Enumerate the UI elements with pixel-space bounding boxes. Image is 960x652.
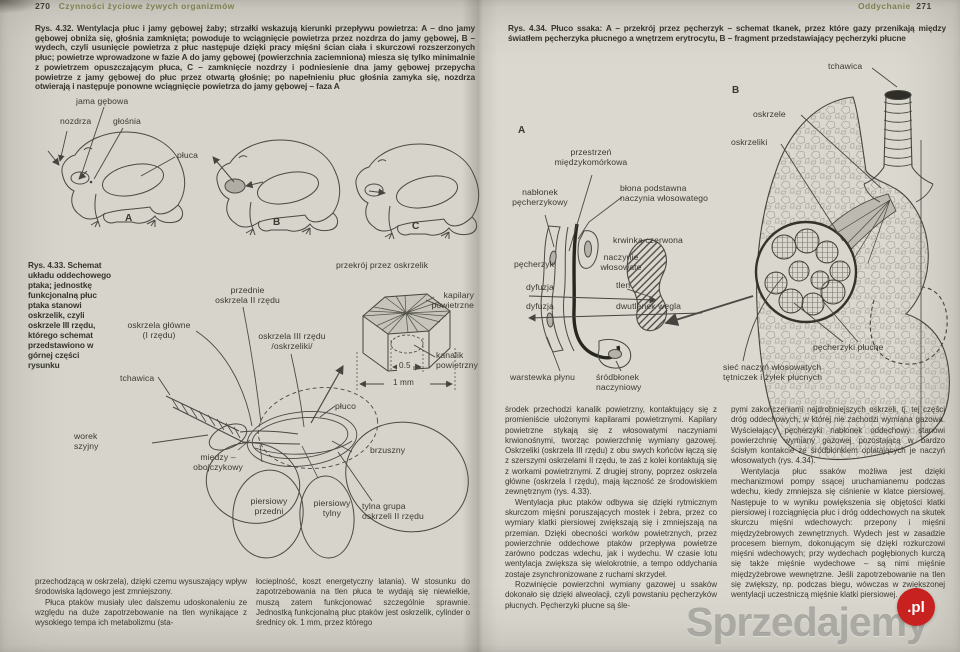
- mammal-lung-drawing: [754, 96, 950, 460]
- bird-label-leaders: [151, 306, 373, 502]
- label-pecherzyk: pęcherzyk: [514, 259, 555, 269]
- label-tylna-grupa: tylna grupa oskrzeli II rzędu: [362, 501, 424, 521]
- label-piersiowy-tylny: piersiowy tylny: [313, 498, 351, 518]
- lung-label-leaders: [664, 67, 898, 362]
- frog-b-letter: B: [273, 217, 281, 228]
- label-blona-podstawna: błona podstawna naczynia włosowatego: [620, 183, 708, 203]
- label-pluco-bird: płuco: [335, 401, 357, 411]
- label-przestrzen-miedzykomorkowa: przestrzeń międzykomórkowa: [554, 147, 628, 167]
- label-oskrzela-glowne: oskrzela główne (I rzędu): [127, 320, 191, 340]
- bird-lung-drawing: [246, 387, 379, 469]
- left-running-head: 270 Czynności życiowe żywych organizmów: [35, 1, 235, 11]
- figure-4-34-caption: Rys. 4.34. Płuco ssaka: A – przekrój prz…: [508, 23, 946, 43]
- label-miedzyobojczykowy: między – obojczykowy: [193, 452, 243, 472]
- label-worek-szyjny: worek szyjny: [74, 431, 99, 451]
- bird-trachea-drawing: [165, 395, 301, 445]
- label-oskrzeliki: oskrzeliki: [731, 137, 768, 147]
- label-tchawica-mammal: tchawica: [828, 61, 863, 71]
- paragraph: środek przechodzi kanalik powietrzny, ko…: [505, 405, 717, 497]
- paragraph: Płuca ptaków musiały ulec dalszemu udosk…: [35, 597, 247, 628]
- label-tchawica-bird: tchawica: [120, 373, 155, 383]
- paragraph: przechodzącą w oskrzela), dzięki czemu w…: [35, 577, 247, 597]
- left-column-2: łocieplność, koszt energetyczny latania)…: [256, 577, 470, 628]
- label-pecherzyki-plucne: pęcherzyki płucne: [813, 342, 884, 352]
- right-running-head: Oddychanie 271: [858, 1, 932, 11]
- paragraph: pymi zakończeniami najdrobniejszych oskr…: [731, 405, 945, 466]
- diagram-b-letter: B: [732, 85, 740, 96]
- label-jama-gebowa: jama gębowa: [76, 96, 129, 106]
- label-dyfuzja-2: dyfuzja: [526, 301, 554, 311]
- label-naczynie-wlosowate: naczynie włosowate: [600, 252, 642, 272]
- alveolus-tissue-drawing: [540, 223, 667, 369]
- dimension-0-5: 0.5: [397, 361, 413, 371]
- label-dwutlenek-wegla: dwutlenek węgla: [616, 301, 682, 311]
- paragraph: Rozwinięcie powierzchni wymiany gazowej …: [505, 580, 717, 610]
- left-column-1: przechodzącą w oskrzela), dzięki czemu w…: [35, 577, 247, 628]
- right-running-title: Oddychanie: [858, 1, 911, 11]
- label-piersiowy-przedni: piersiowy przedni: [250, 496, 288, 516]
- label-krwinka-czerwona: krwinka czerwona: [613, 235, 683, 245]
- label-brzuszny: brzuszny: [370, 445, 406, 455]
- label-pluca: płuca: [177, 150, 199, 160]
- left-page-number: 270: [35, 1, 51, 11]
- label-srodblonek-naczyniowy: śródbłonek naczyniowy: [596, 372, 642, 392]
- trachea-drawing: [863, 89, 934, 203]
- frog-a-drawing: [47, 131, 186, 228]
- label-glosnia: głośnia: [113, 116, 141, 126]
- label-siec-naczyn: sieć naczyń włosowatych tętniczek i żyłe…: [723, 362, 823, 382]
- frog-b-drawing: [212, 139, 341, 236]
- label-oskrzela-iii-rzedu: oskrzela III rzędu /oskrzeliki/: [258, 331, 326, 351]
- figure-4-33-caption: Rys. 4.33. Schemat układu oddechowego pt…: [28, 260, 112, 370]
- tissue-label-leaders: [544, 174, 652, 372]
- label-tlen: tlen: [616, 280, 631, 290]
- bronchiole-hexagon-drawing: [356, 293, 456, 390]
- frog-a-letter: A: [125, 213, 133, 224]
- label-kanalik-powietrzny: kanalik powietrzny: [436, 350, 479, 370]
- label-przekroj-przez-oskrzelik: przekrój przez oskrzelik: [336, 260, 429, 270]
- figure-4-32-caption: Rys. 4.32. Wentylacja płuc i jamy gębowe…: [35, 23, 475, 92]
- bird-air-sacs-drawing: [205, 421, 469, 559]
- watermark-pl-badge: .pl: [897, 588, 935, 626]
- label-przednie-oskrzela-ii: przednie oskrzela II rzędu: [215, 285, 280, 305]
- frog-c-letter: C: [412, 221, 420, 232]
- right-column-1: środek przechodzi kanalik powietrzny, ko…: [505, 405, 717, 611]
- diagram-a-letter: A: [518, 125, 526, 136]
- watermark-text: Sprzedajemy: [686, 599, 929, 645]
- label-nozdrza: nozdrza: [60, 116, 92, 126]
- paragraph: Wentylacja płuc ssaków możliwa jest dzię…: [731, 466, 945, 600]
- paragraph: łocieplność, koszt energetyczny latania)…: [256, 577, 470, 628]
- label-dyfuzja-1: dyfuzja: [526, 282, 554, 292]
- right-column-2: pymi zakończeniami najdrobniejszych oskr…: [731, 405, 945, 601]
- label-oskrzele: oskrzele: [753, 109, 786, 119]
- paragraph: Wentylacja płuc ptaków odbywa się dzięki…: [505, 497, 717, 579]
- frog-label-leaders: [58, 106, 176, 180]
- right-page-number: 271: [916, 1, 932, 11]
- dimension-1-mm: 1 mm: [391, 378, 416, 388]
- label-nablonek-pecherzykowy: nabłonek pęcherzykowy: [512, 187, 568, 207]
- left-running-title: Czynności życiowe żywych organizmów: [58, 1, 235, 11]
- frog-c-drawing: [355, 143, 480, 240]
- label-kapilary-powietrzne: kapilary powietrzne: [431, 290, 474, 310]
- label-warstewka-plynu: warstewka płynu: [510, 372, 576, 382]
